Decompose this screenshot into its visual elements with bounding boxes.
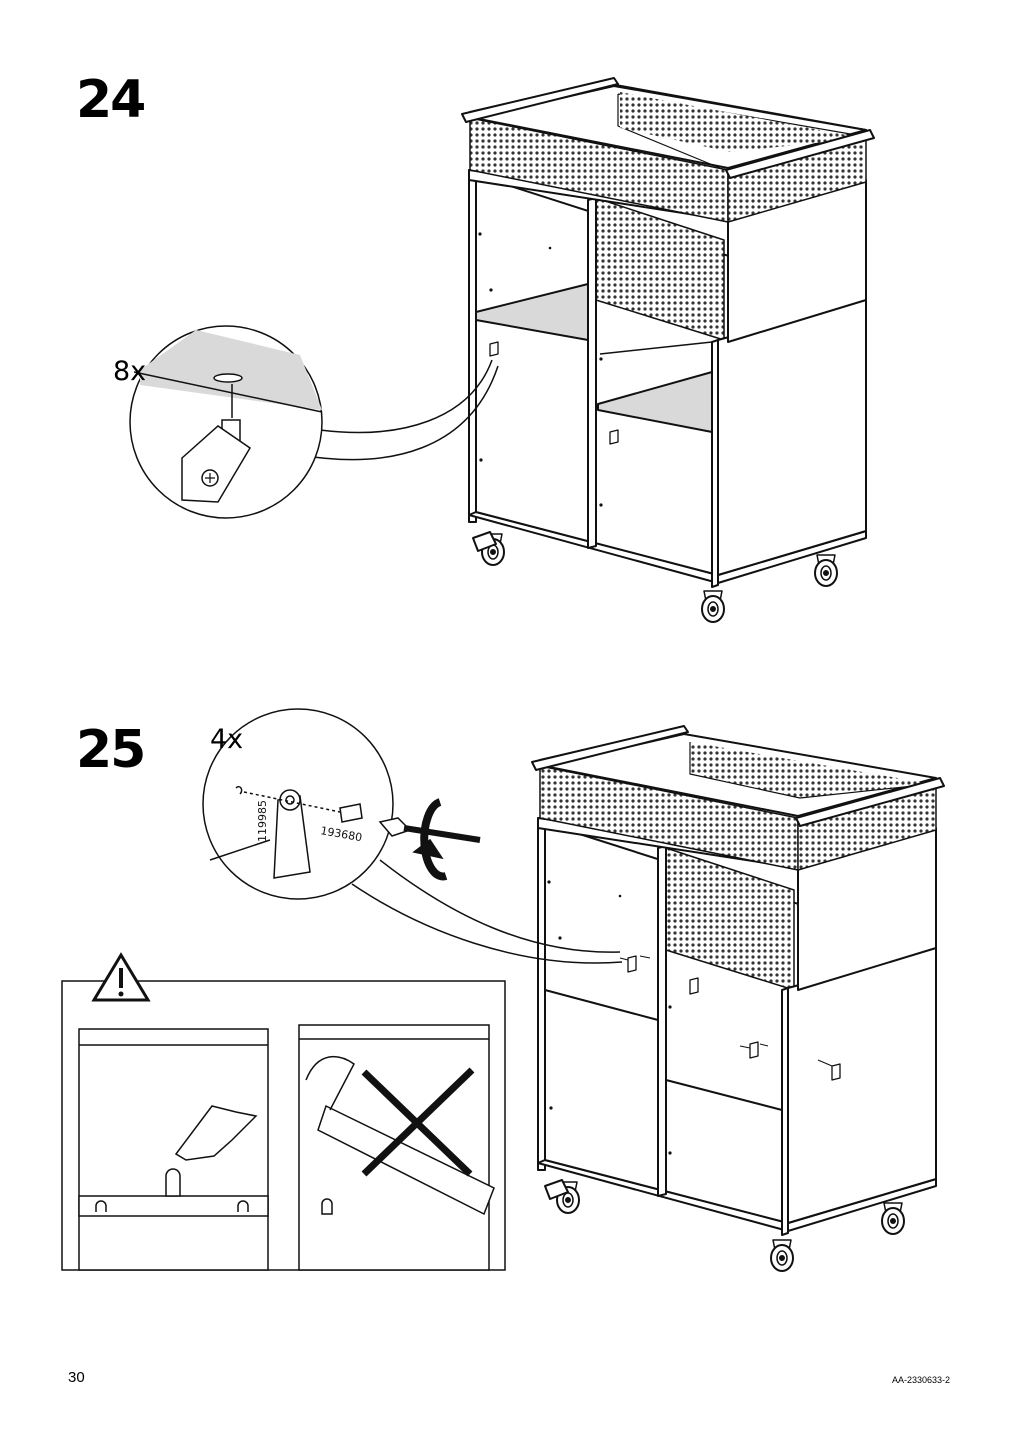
document-id: AA-2330633-2	[892, 1375, 951, 1385]
step-25-zoom-callout	[202, 708, 623, 964]
incorrect-method-panel	[298, 1024, 495, 1271]
step-number-24: 24	[76, 70, 146, 130]
step-24-cart	[461, 77, 875, 623]
step-number-25: 25	[76, 720, 146, 780]
hand-pressing-bracket-icon	[174, 1105, 258, 1161]
cross-mark-icon	[361, 1067, 475, 1177]
step-24-zoom-callout	[129, 325, 499, 519]
correct-method-panel	[78, 1028, 269, 1271]
warning-panel	[61, 952, 506, 1271]
part-number-119985: 119985	[256, 800, 269, 842]
quantity-label-step-24: 8x	[113, 356, 147, 387]
quantity-label-step-25: 4x	[210, 724, 244, 755]
page-number: 30	[68, 1369, 85, 1386]
step-25-cart	[531, 725, 945, 1272]
